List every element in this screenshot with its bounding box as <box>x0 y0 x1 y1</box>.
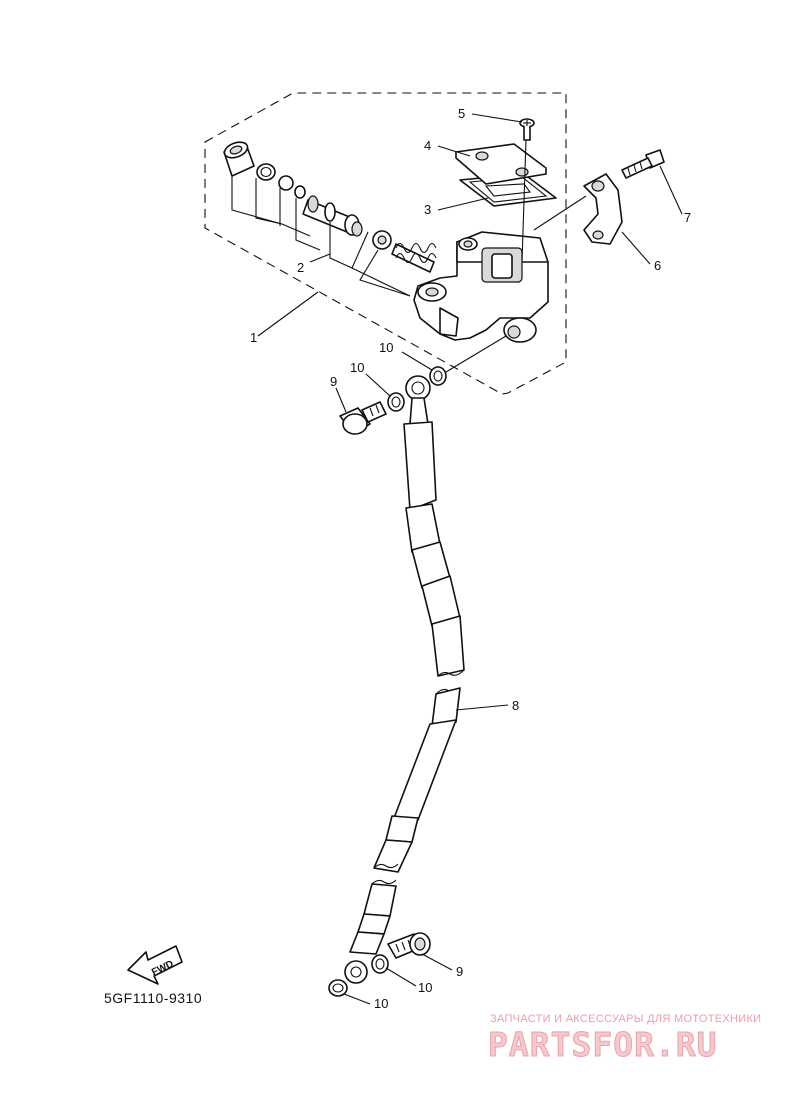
banjo-bolt-bottom-part <box>387 932 431 959</box>
leader-2 <box>309 253 331 263</box>
washer-bottom-right-part <box>371 954 389 974</box>
callout-10-bottom-right: 10 <box>418 980 432 995</box>
callout-2: 2 <box>297 260 304 275</box>
leader-1 <box>257 291 319 337</box>
piston-kit-part <box>223 141 437 297</box>
callout-5: 5 <box>458 106 465 121</box>
master-cylinder-body <box>413 231 549 343</box>
assembly-dashed-outline <box>204 92 567 395</box>
leader-6 <box>621 231 651 265</box>
leader-9-top <box>335 387 347 413</box>
leader-7 <box>659 165 683 215</box>
brake-hose-part <box>344 375 465 984</box>
callout-6: 6 <box>654 258 661 273</box>
leader-8 <box>455 704 509 711</box>
leader-9-bottom <box>421 953 453 971</box>
leader-cap-to-body <box>521 139 527 263</box>
cup-shape <box>372 230 392 250</box>
washer-bottom-left-part <box>328 979 348 997</box>
circlip-shape <box>256 163 276 181</box>
callout-7: 7 <box>684 210 691 225</box>
spring-shape <box>391 242 437 273</box>
leader-4 <box>437 145 471 157</box>
leader-body-to-washer <box>445 335 507 373</box>
watermark-tagline: ЗАПЧАСТИ И АКСЕССУАРЫ ДЛЯ МОТОТЕХНИКИ <box>490 1013 761 1025</box>
leader-5 <box>471 113 523 123</box>
callout-10-top-left: 10 <box>350 360 364 375</box>
callout-3: 3 <box>424 202 431 217</box>
piston-shape <box>302 195 363 237</box>
dust-boot-shape <box>223 141 255 177</box>
fwd-arrow-icon: FWD <box>127 945 183 985</box>
callout-1: 1 <box>250 330 257 345</box>
leader-10-top-left <box>365 373 391 397</box>
washer-shape <box>278 175 294 191</box>
leader-3 <box>437 197 489 211</box>
callout-4: 4 <box>424 138 431 153</box>
watermark-brand: PARTSFOR.RU <box>488 1025 718 1064</box>
catalog-code: 5GF1110-9310 <box>104 990 202 1006</box>
leader-10-bottom-left <box>343 993 371 1005</box>
banjo-bolt-top-part <box>339 401 387 435</box>
washer-top-right-part <box>429 366 447 386</box>
o-ring-shape <box>294 185 306 199</box>
callout-10-top-right: 10 <box>379 340 393 355</box>
leader-10-bottom-right <box>385 967 417 987</box>
holder-clamp-part <box>583 173 623 245</box>
cap-screw-part <box>519 118 535 141</box>
reservoir-cap-part <box>455 143 547 185</box>
callout-9-bottom: 9 <box>456 964 463 979</box>
callout-8: 8 <box>512 698 519 713</box>
leader-10-top-right <box>401 351 433 371</box>
washer-top-left-part <box>387 392 405 412</box>
callout-9-top: 9 <box>330 374 337 389</box>
callout-10-bottom-left: 10 <box>374 996 388 1011</box>
leader-clamp-to-body <box>533 195 587 231</box>
clamp-bolt-part <box>621 149 665 179</box>
